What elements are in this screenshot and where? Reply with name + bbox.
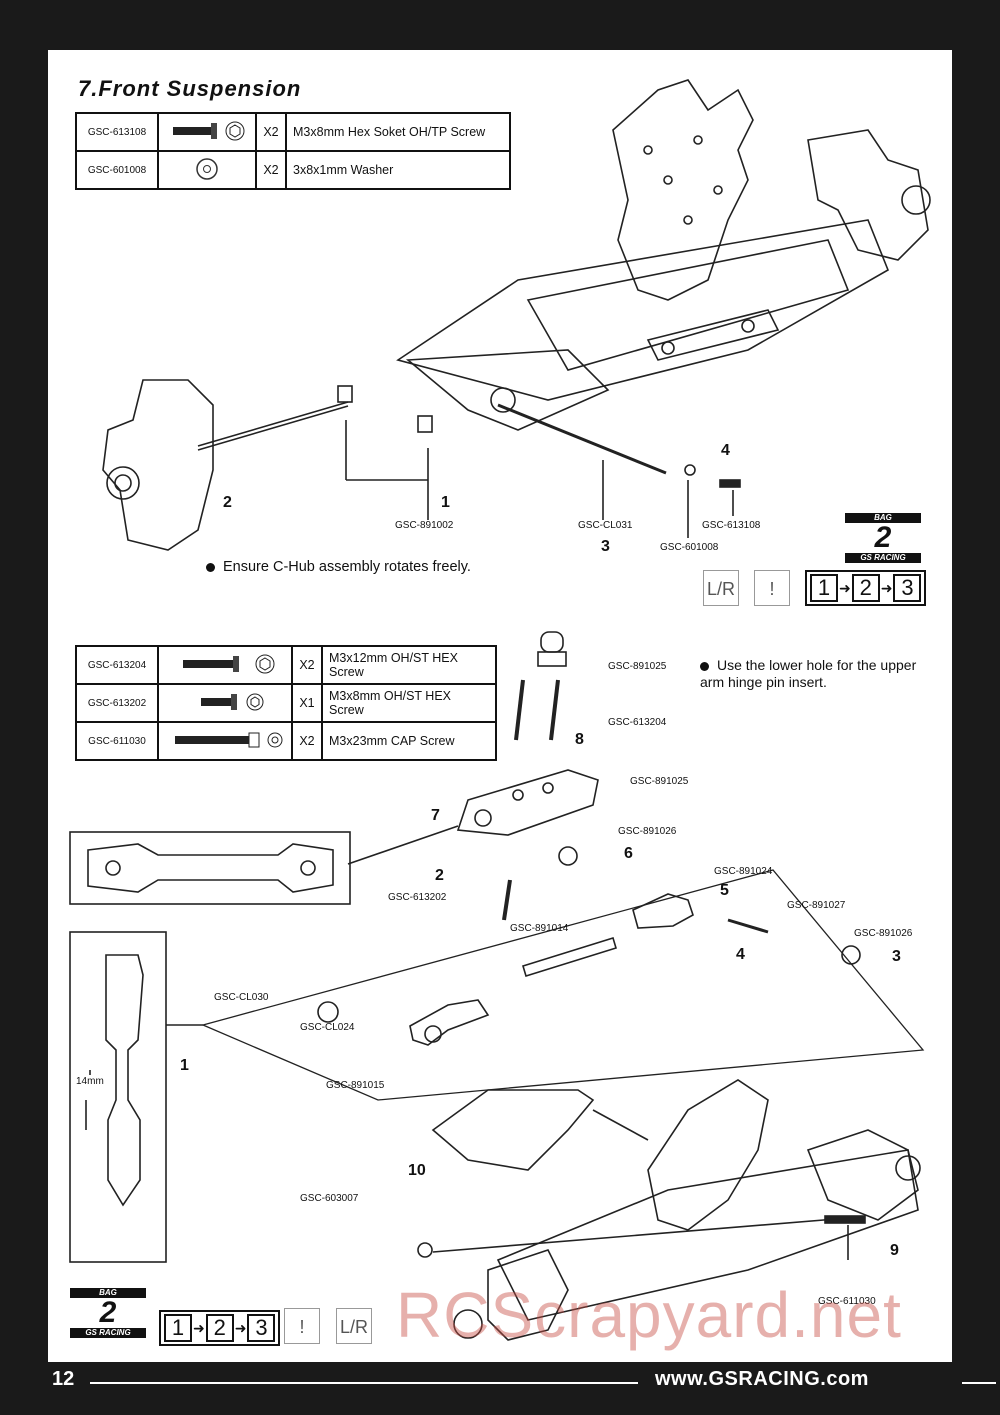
callout-9: 9 — [890, 1242, 899, 1259]
callout-1b: 1 — [180, 1057, 189, 1074]
callout-2b: 2 — [435, 867, 444, 884]
bullet-icon — [206, 562, 215, 572]
callout-2: 2 — [223, 494, 232, 511]
manual-page: 7.Front Suspension GSC-613108 X2 M3x8mm … — [48, 50, 952, 1362]
part-code: GSC-601008 — [75, 150, 159, 190]
callout-6: 6 — [624, 845, 633, 862]
caution-icon: ! — [284, 1308, 320, 1344]
part-code: GSC-613108 — [75, 112, 159, 152]
part-desc: M3x8mm OH/ST HEX Screw — [321, 683, 497, 723]
callout-10: 10 — [408, 1162, 426, 1179]
bag-badge: BAG 2 GS RACING — [845, 513, 921, 563]
arrow-icon: ➜ — [193, 1319, 205, 1336]
page-number: 12 — [52, 1368, 75, 1390]
part-label: GSC-613202 — [388, 892, 447, 903]
part-label: GSC-891025 — [608, 661, 667, 672]
callout-7: 7 — [431, 807, 440, 824]
part-label: GSC-891014 — [510, 923, 569, 934]
left-right-icon: L/R — [336, 1308, 372, 1344]
footer-rule — [962, 1382, 996, 1384]
callout-3b: 3 — [892, 948, 901, 965]
table-row: GSC-613202 X1 M3x8mm OH/ST HEX Screw — [75, 683, 497, 723]
callout-1: 1 — [441, 494, 450, 511]
part-label: GSC-891027 — [787, 900, 846, 911]
part-qty: X2 — [291, 721, 323, 761]
footer-url: www.GSRACING.com — [655, 1368, 869, 1390]
arrow-icon: ➜ — [234, 1319, 247, 1336]
callout-8: 8 — [575, 731, 584, 748]
arrow-icon: ➜ — [839, 579, 851, 596]
part-code: GSC-611030 — [75, 721, 159, 761]
watermark-text: RCScrapyard.net — [396, 1279, 902, 1351]
note-hinge-pin: Use the lower hole for the upper arm hin… — [700, 657, 917, 690]
front-suspension-illustration-1 — [102, 79, 931, 551]
callout-4: 4 — [721, 442, 730, 459]
bag-badge: BAG 2 GS RACING — [70, 1288, 146, 1338]
part-label: GSC-891026 — [854, 928, 913, 939]
part-desc: M3x12mm OH/ST HEX Screw — [321, 645, 497, 685]
part-label: GSC-891002 — [395, 520, 454, 531]
parts-table-2: GSC-613204 X2 M3x12mm OH/ST HEX Screw GS… — [75, 645, 497, 761]
part-label: GSC-891025 — [630, 776, 689, 787]
bullet-icon — [700, 661, 709, 671]
screw-icon — [157, 645, 293, 685]
table-row: GSC-601008 X2 3x8x1mm Washer — [75, 150, 511, 190]
callout-4b: 4 — [736, 946, 745, 963]
part-desc: 3x8x1mm Washer — [285, 150, 511, 190]
part-label: GSC-CL030 — [214, 992, 269, 1003]
part-qty: X2 — [255, 150, 287, 190]
part-qty: X2 — [291, 645, 323, 685]
table-row: GSC-613108 X2 M3x8mm Hex Soket OH/TP Scr… — [75, 112, 511, 152]
step-sequence: 1➜ 2➜ 3 — [159, 1310, 281, 1346]
dimension-label: 14mm — [76, 1076, 104, 1087]
callout-5: 5 — [720, 882, 729, 899]
front-suspension-illustration-2 — [69, 631, 925, 1341]
part-label: GSC-CL031 — [578, 520, 633, 531]
part-code: GSC-613204 — [75, 645, 159, 685]
screw-icon — [157, 683, 293, 723]
table-row: GSC-611030 X2 M3x23mm CAP Screw — [75, 721, 497, 761]
parts-table-1: GSC-613108 X2 M3x8mm Hex Soket OH/TP Scr… — [75, 112, 511, 190]
part-label: GSC-611030 — [818, 1296, 876, 1307]
washer-icon — [157, 150, 257, 190]
part-desc: M3x23mm CAP Screw — [321, 721, 497, 761]
arrow-icon: ➜ — [880, 579, 893, 596]
part-qty: X2 — [255, 112, 287, 152]
screw-icon — [157, 112, 257, 152]
part-label: GSC-891015 — [326, 1080, 385, 1091]
callout-3: 3 — [601, 538, 610, 555]
part-label: GSC-CL024 — [300, 1022, 355, 1033]
part-label: GSC-891026 — [618, 826, 677, 837]
table-row: GSC-613204 X2 M3x12mm OH/ST HEX Screw — [75, 645, 497, 685]
part-desc: M3x8mm Hex Soket OH/TP Screw — [285, 112, 511, 152]
part-label: GSC-613108 — [702, 520, 761, 531]
note-chub: Ensure C-Hub assembly rotates freely. — [206, 559, 471, 575]
page-title: 7.Front Suspension — [78, 76, 302, 101]
part-label: GSC-603007 — [300, 1193, 359, 1204]
step-sequence: 1➜ 2➜ 3 — [805, 570, 927, 606]
part-label: GSC-601008 — [660, 542, 719, 553]
left-right-icon: L/R — [703, 570, 739, 606]
cap-screw-icon — [157, 721, 293, 761]
part-label: GSC-613204 — [608, 717, 667, 728]
footer-rule — [90, 1382, 638, 1384]
caution-icon: ! — [754, 570, 790, 606]
part-qty: X1 — [291, 683, 323, 723]
part-label: GSC-891024 — [714, 866, 773, 877]
part-code: GSC-613202 — [75, 683, 159, 723]
